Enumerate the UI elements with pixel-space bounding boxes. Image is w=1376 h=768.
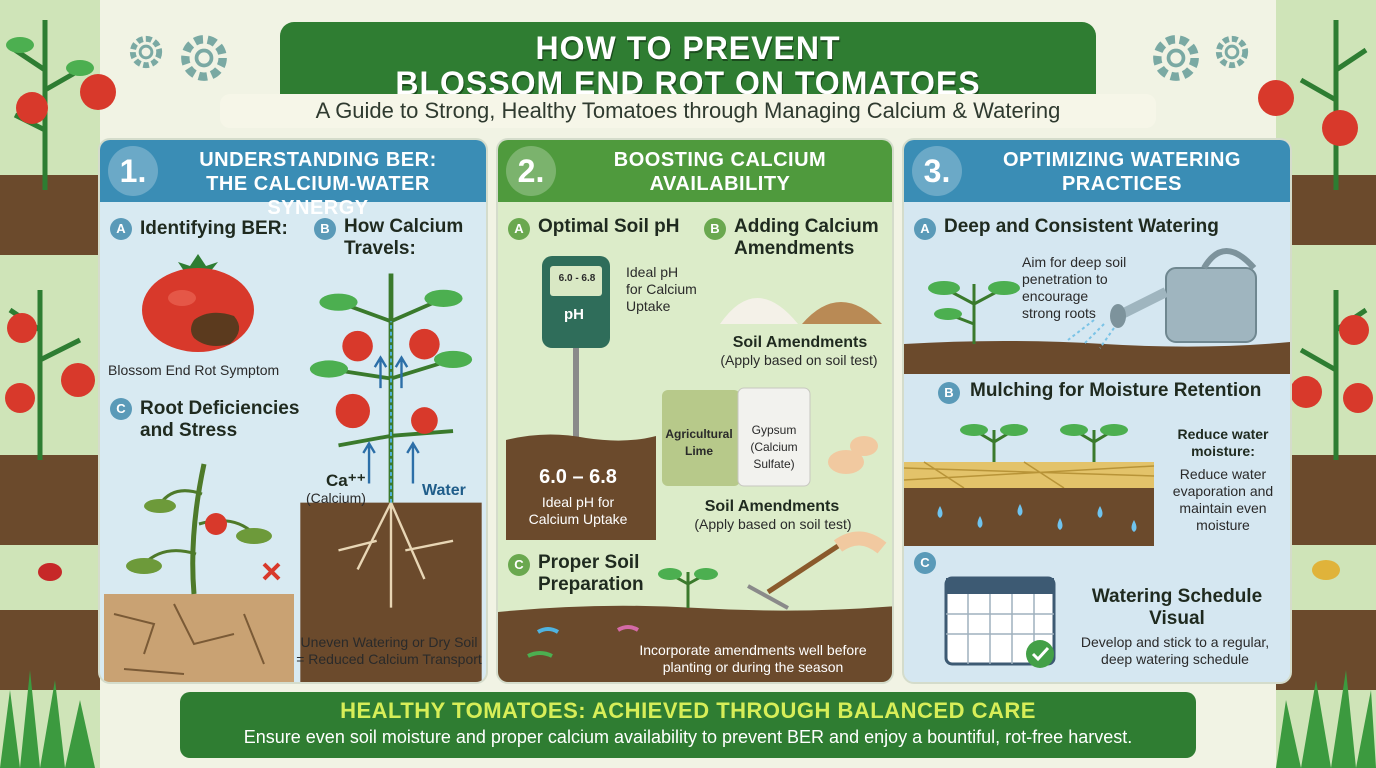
rotting-tomato-illustration bbox=[142, 254, 254, 352]
section-caption: Blossom End Rot Symptom bbox=[108, 362, 280, 378]
footer-banner: HEALTHY TOMATOES: ACHIEVED THROUGH BALAN… bbox=[180, 692, 1196, 758]
section-badge: B bbox=[938, 382, 960, 404]
calendar-icon bbox=[944, 576, 1056, 668]
section-badge: A bbox=[914, 218, 936, 240]
amendments-caption2-title: Soil Amendments bbox=[704, 498, 840, 515]
calcium-sublabel: (Calcium) bbox=[306, 490, 366, 506]
section-title: Deep and Consistent Watering bbox=[944, 216, 1219, 237]
mulch-illustration bbox=[904, 424, 1155, 546]
gear-icon bbox=[1153, 35, 1199, 81]
section-title: Proper Soil Preparation bbox=[538, 552, 644, 595]
section-badge: C bbox=[508, 554, 530, 576]
section-badge: A bbox=[508, 218, 530, 240]
section-caption: Uneven Watering or Dry Soil = Reduced Ca… bbox=[296, 634, 482, 667]
gear-icon bbox=[1215, 35, 1249, 69]
section-badge: C bbox=[110, 398, 132, 420]
stressed-plant-illustration bbox=[104, 463, 294, 682]
section-title: Optimal Soil pH bbox=[538, 216, 680, 237]
panel-title: OPTIMIZING WATERING PRACTICES bbox=[1002, 149, 1241, 195]
panel-header: 1. UNDERSTANDING BER: THE CALCIUM-WATER … bbox=[100, 140, 486, 219]
water-label: Water bbox=[422, 482, 466, 499]
soil-preparation-illustration bbox=[498, 531, 892, 682]
amendments-caption-sub: (Apply based on soil test) bbox=[720, 352, 878, 368]
ph-meter-display: 6.0 - 6.8 bbox=[558, 273, 596, 284]
panel-title: UNDERSTANDING BER: THE CALCIUM-WATER SYN… bbox=[199, 149, 437, 219]
panel-number: 3. bbox=[912, 146, 962, 196]
ph-meter-label: pH bbox=[564, 306, 584, 323]
section-title: Mulching for Moisture Retention bbox=[970, 380, 1262, 401]
section-caption: Incorporate amendments well before plant… bbox=[639, 642, 867, 675]
watering-can-illustration bbox=[904, 248, 1290, 374]
ph-range-caption: Ideal pH for Calcium Uptake bbox=[528, 494, 628, 527]
panel-boosting-calcium: 2. BOOSTING CALCIUM AVAILABILITY A Optim… bbox=[496, 138, 894, 684]
amendment-bags-illustration bbox=[662, 387, 878, 487]
section-title: Root Deficiencies and Stress bbox=[140, 398, 300, 441]
section-title: Adding Calcium Amendments bbox=[734, 216, 879, 259]
panel-understanding-ber: 1. UNDERSTANDING BER: THE CALCIUM-WATER … bbox=[98, 138, 488, 684]
page-subtitle: A Guide to Strong, Healthy Tomatoes thro… bbox=[220, 94, 1156, 128]
mulch-caption-title: Reduce water moisture: bbox=[1177, 426, 1269, 459]
section-caption: Reduce water evaporation and maintain ev… bbox=[1172, 466, 1274, 533]
panel-title: BOOSTING CALCIUM AVAILABILITY bbox=[613, 149, 827, 195]
gear-icon bbox=[129, 35, 163, 69]
right-decoration bbox=[1258, 0, 1376, 768]
bag-label-lime: Agricultural Lime bbox=[665, 427, 733, 458]
amendment-piles-illustration bbox=[720, 298, 882, 324]
panel-optimizing-watering: 3. OPTIMIZING WATERING PRACTICES A Deep … bbox=[902, 138, 1292, 684]
left-decoration bbox=[0, 0, 116, 768]
panel-number: 1. bbox=[108, 146, 158, 196]
footer-text: Ensure even soil moisture and proper cal… bbox=[243, 727, 1133, 747]
section-badge: A bbox=[110, 218, 132, 240]
ph-range: 6.0 – 6.8 bbox=[539, 466, 617, 488]
section-caption: Develop and stick to a regular, deep wat… bbox=[1080, 634, 1270, 667]
amendments-caption-title: Soil Amendments bbox=[732, 334, 868, 351]
section-badge: B bbox=[314, 218, 336, 240]
gear-icon bbox=[181, 35, 227, 81]
section-badge: C bbox=[914, 552, 936, 574]
panel-header: 2. BOOSTING CALCIUM AVAILABILITY bbox=[498, 140, 892, 202]
section-title: Identifying BER: bbox=[140, 218, 288, 239]
panel-header: 3. OPTIMIZING WATERING PRACTICES bbox=[904, 140, 1290, 202]
section-badge: B bbox=[704, 218, 726, 240]
ph-meter-illustration bbox=[542, 256, 610, 470]
section-title: Watering Schedule Visual bbox=[1091, 586, 1263, 629]
panel-number: 2. bbox=[506, 146, 556, 196]
footer-headline: HEALTHY TOMATOES: ACHIEVED THROUGH BALAN… bbox=[340, 698, 1036, 723]
section-caption: Aim for deep soil penetration to encoura… bbox=[1022, 254, 1127, 321]
calcium-transport-plant-illustration bbox=[300, 273, 482, 682]
section-title: How Calcium Travels: bbox=[344, 216, 464, 259]
calcium-label: Ca⁺⁺ bbox=[326, 471, 366, 490]
page-title-line1: HOW TO PREVENT bbox=[535, 30, 841, 66]
amendments-caption2-sub: (Apply based on soil test) bbox=[694, 516, 852, 532]
bag-label-gypsum: Gypsum (Calcium Sulfate) bbox=[750, 423, 798, 471]
ph-note: Ideal pH for Calcium Uptake bbox=[626, 264, 697, 314]
soil-layer-illustration bbox=[506, 434, 656, 540]
